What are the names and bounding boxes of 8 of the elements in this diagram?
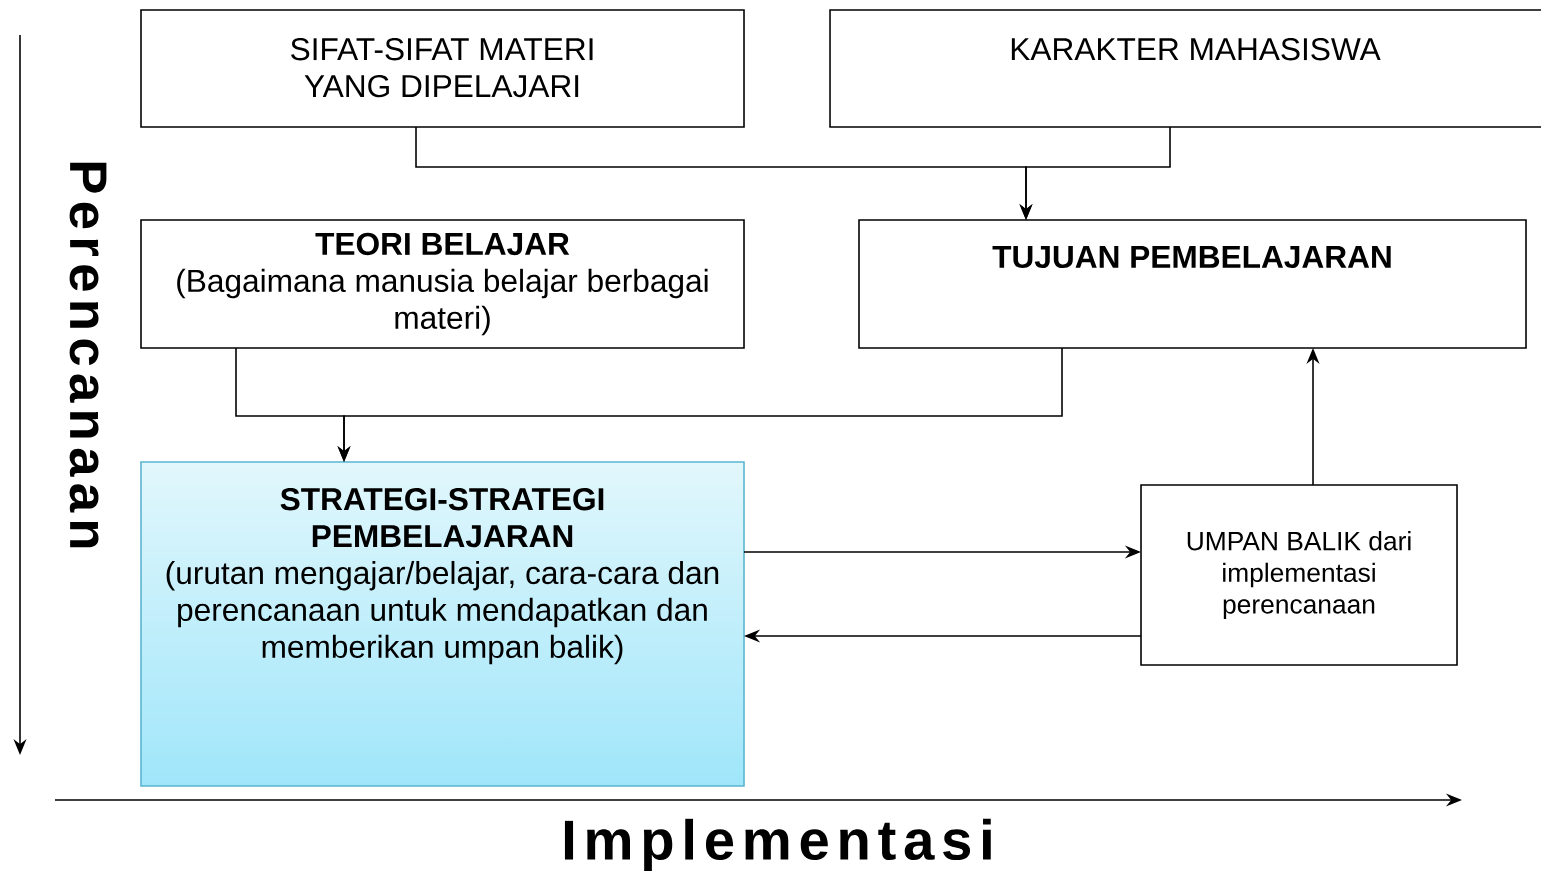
process-box: TEORI BELAJAR (Bagaimana manusia belajar berbagai materi) (140, 219, 745, 349)
vertical-axis-label: Perencanaan (69, 162, 107, 548)
process-box: KARAKTER MAHASISWA (829, 9, 1541, 128)
process-box: SIFAT-SIFAT MATERI YANG DIPELAJARI (140, 9, 745, 128)
process-box: TUJUAN PEMBELAJARAN (858, 219, 1527, 349)
strategy-box: STRATEGI-STRATEGI PEMBELAJARAN (urutan mengajar/belajar, cara-cara dan perencanaan untuk mendapatkan dan memberikan umpan balik) (140, 461, 745, 787)
horizontal-axis-label: Implementasi (564, 818, 991, 871)
feedback-box: UMPAN BALIK dari implementasi perencanaan (1140, 484, 1458, 666)
